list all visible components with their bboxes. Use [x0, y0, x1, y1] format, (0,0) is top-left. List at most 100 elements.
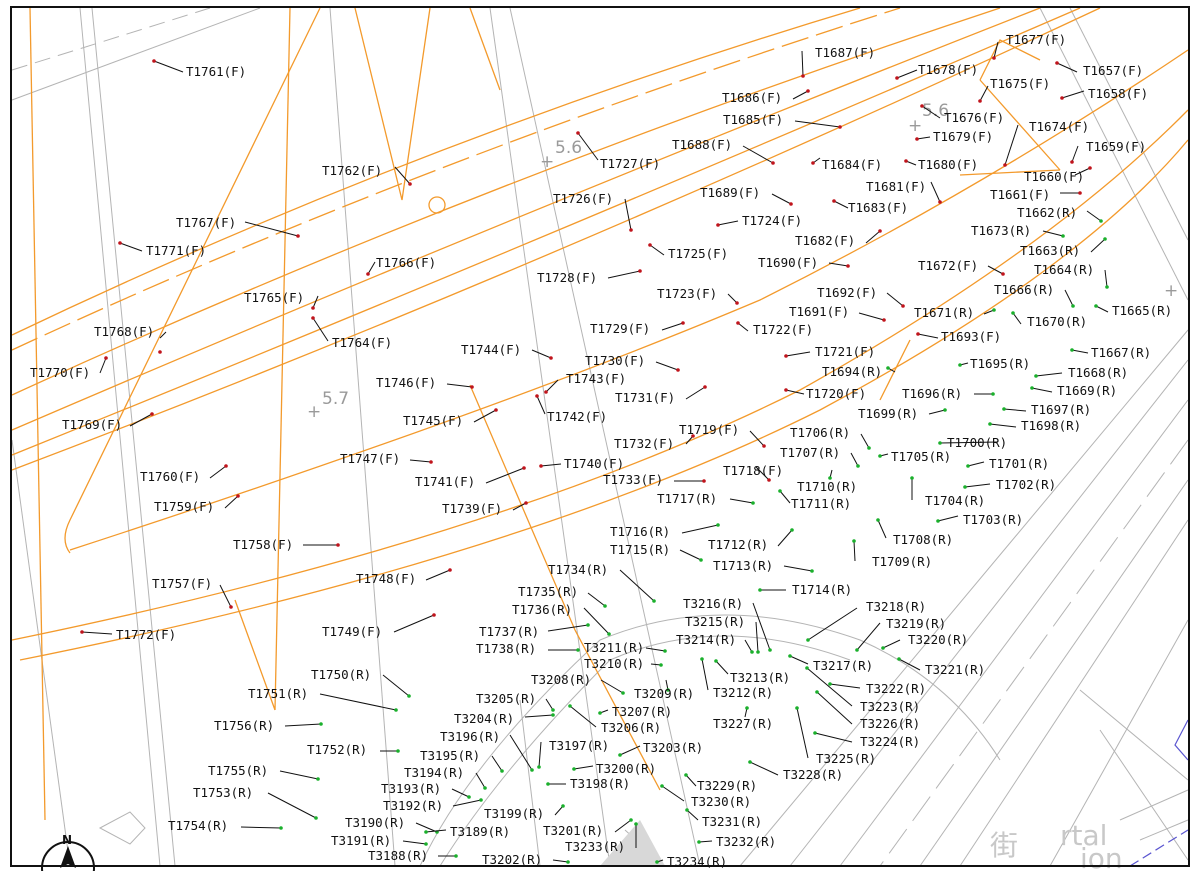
- point-marker: [855, 648, 859, 652]
- survey-point: T1721(F): [784, 344, 875, 359]
- point-label: T1749(F): [322, 624, 382, 639]
- property-boundary: [1129, 719, 1189, 867]
- leader-line: [681, 524, 719, 534]
- survey-point: T3208(R): [531, 672, 625, 695]
- point-label: T1663(R): [1020, 243, 1080, 258]
- point-marker: [920, 104, 924, 108]
- leader-line: [1003, 408, 1027, 412]
- point-label: T1700(R): [947, 435, 1007, 450]
- point-marker: [784, 354, 788, 358]
- survey-point: T3201(R): [543, 818, 633, 838]
- point-label: T1657(F): [1083, 63, 1143, 78]
- point-label: T1768(F): [94, 324, 154, 339]
- point-marker: [467, 795, 471, 799]
- point-label: T1677(F): [1006, 32, 1066, 47]
- leader-line: [937, 515, 959, 522]
- point-label: T1769(F): [62, 417, 122, 432]
- point-label: T3214(R): [676, 632, 736, 647]
- point-label: T1757(F): [152, 576, 212, 591]
- point-marker: [1034, 374, 1038, 378]
- leader-line: [856, 622, 881, 651]
- point-marker: [655, 860, 659, 864]
- point-marker: [768, 648, 772, 652]
- point-marker: [424, 830, 428, 834]
- point-marker: [806, 638, 810, 642]
- point-marker: [882, 318, 886, 322]
- point-marker: [1030, 386, 1034, 390]
- point-marker: [1105, 285, 1109, 289]
- leader-line: [749, 761, 779, 776]
- point-marker: [748, 760, 752, 764]
- leader-line: [679, 549, 702, 561]
- point-marker: [703, 385, 707, 389]
- survey-point: T1668(R): [1034, 365, 1128, 380]
- leader-line: [967, 461, 985, 467]
- point-label: T1709(R): [872, 554, 932, 569]
- survey-point: T1700(R): [938, 435, 1007, 450]
- point-marker: [104, 356, 108, 360]
- point-marker: [663, 649, 667, 653]
- point-marker: [424, 842, 428, 846]
- leader-line: [727, 293, 738, 304]
- point-marker: [429, 460, 433, 464]
- point-marker: [876, 518, 880, 522]
- leader-line: [752, 602, 771, 651]
- survey-point: T1667(R): [1070, 345, 1151, 360]
- survey-point: T1731(F): [615, 385, 707, 405]
- leader-line: [209, 465, 227, 479]
- point-label: T1705(R): [891, 449, 951, 464]
- leader-line: [685, 386, 706, 400]
- leader-line: [569, 705, 597, 728]
- point-marker: [1055, 61, 1059, 65]
- point-label: T1765(F): [244, 290, 304, 305]
- leader-line: [661, 785, 685, 802]
- leader-line: [545, 379, 559, 393]
- survey-point: T1663(R): [1020, 237, 1107, 258]
- leader-line: [547, 624, 589, 632]
- point-label: T3192(R): [383, 798, 443, 813]
- point-label: T1703(R): [963, 512, 1023, 527]
- point-label: T1747(F): [340, 451, 400, 466]
- survey-point: T1708(R): [876, 518, 953, 547]
- leader-line: [816, 691, 853, 725]
- point-label: T1706(R): [790, 425, 850, 440]
- background-text-fragment: rtal: [1060, 819, 1107, 852]
- point-label: T1748(F): [356, 571, 416, 586]
- point-marker: [736, 321, 740, 325]
- point-marker: [152, 59, 156, 63]
- survey-point: T1746(F): [376, 375, 474, 390]
- survey-point: T1737(R): [479, 623, 590, 639]
- point-label: T3219(R): [886, 616, 946, 631]
- point-label: T3225(R): [816, 751, 876, 766]
- point-marker: [991, 392, 995, 396]
- point-marker: [150, 412, 154, 416]
- survey-point: T1717(R): [657, 491, 755, 506]
- survey-point: T1713(R): [713, 558, 814, 573]
- survey-point: T1724(F): [716, 213, 802, 228]
- point-marker: [897, 657, 901, 661]
- leader-line: [284, 723, 322, 727]
- survey-point: T3195(R): [420, 748, 504, 773]
- survey-point: T1748(F): [356, 568, 452, 586]
- survey-point: T3197(R): [537, 738, 609, 769]
- survey-point: T1766(F): [366, 255, 436, 276]
- point-label: T3222(R): [866, 681, 926, 696]
- survey-point: T1745(F): [403, 408, 498, 428]
- leader-line: [828, 262, 849, 267]
- leader-line: [785, 389, 805, 395]
- point-marker: [311, 306, 315, 310]
- leader-line: [312, 317, 329, 342]
- point-marker: [638, 269, 642, 273]
- point-marker: [915, 137, 919, 141]
- point-label: T1744(F): [461, 342, 521, 357]
- point-marker: [530, 768, 534, 772]
- spot-height-marker: +: [307, 402, 321, 422]
- point-label: T1699(R): [858, 406, 918, 421]
- point-marker: [878, 454, 882, 458]
- point-marker: [316, 777, 320, 781]
- point-marker: [852, 539, 856, 543]
- survey-point: T1662(R): [1017, 205, 1103, 223]
- point-label: T3209(R): [634, 686, 694, 701]
